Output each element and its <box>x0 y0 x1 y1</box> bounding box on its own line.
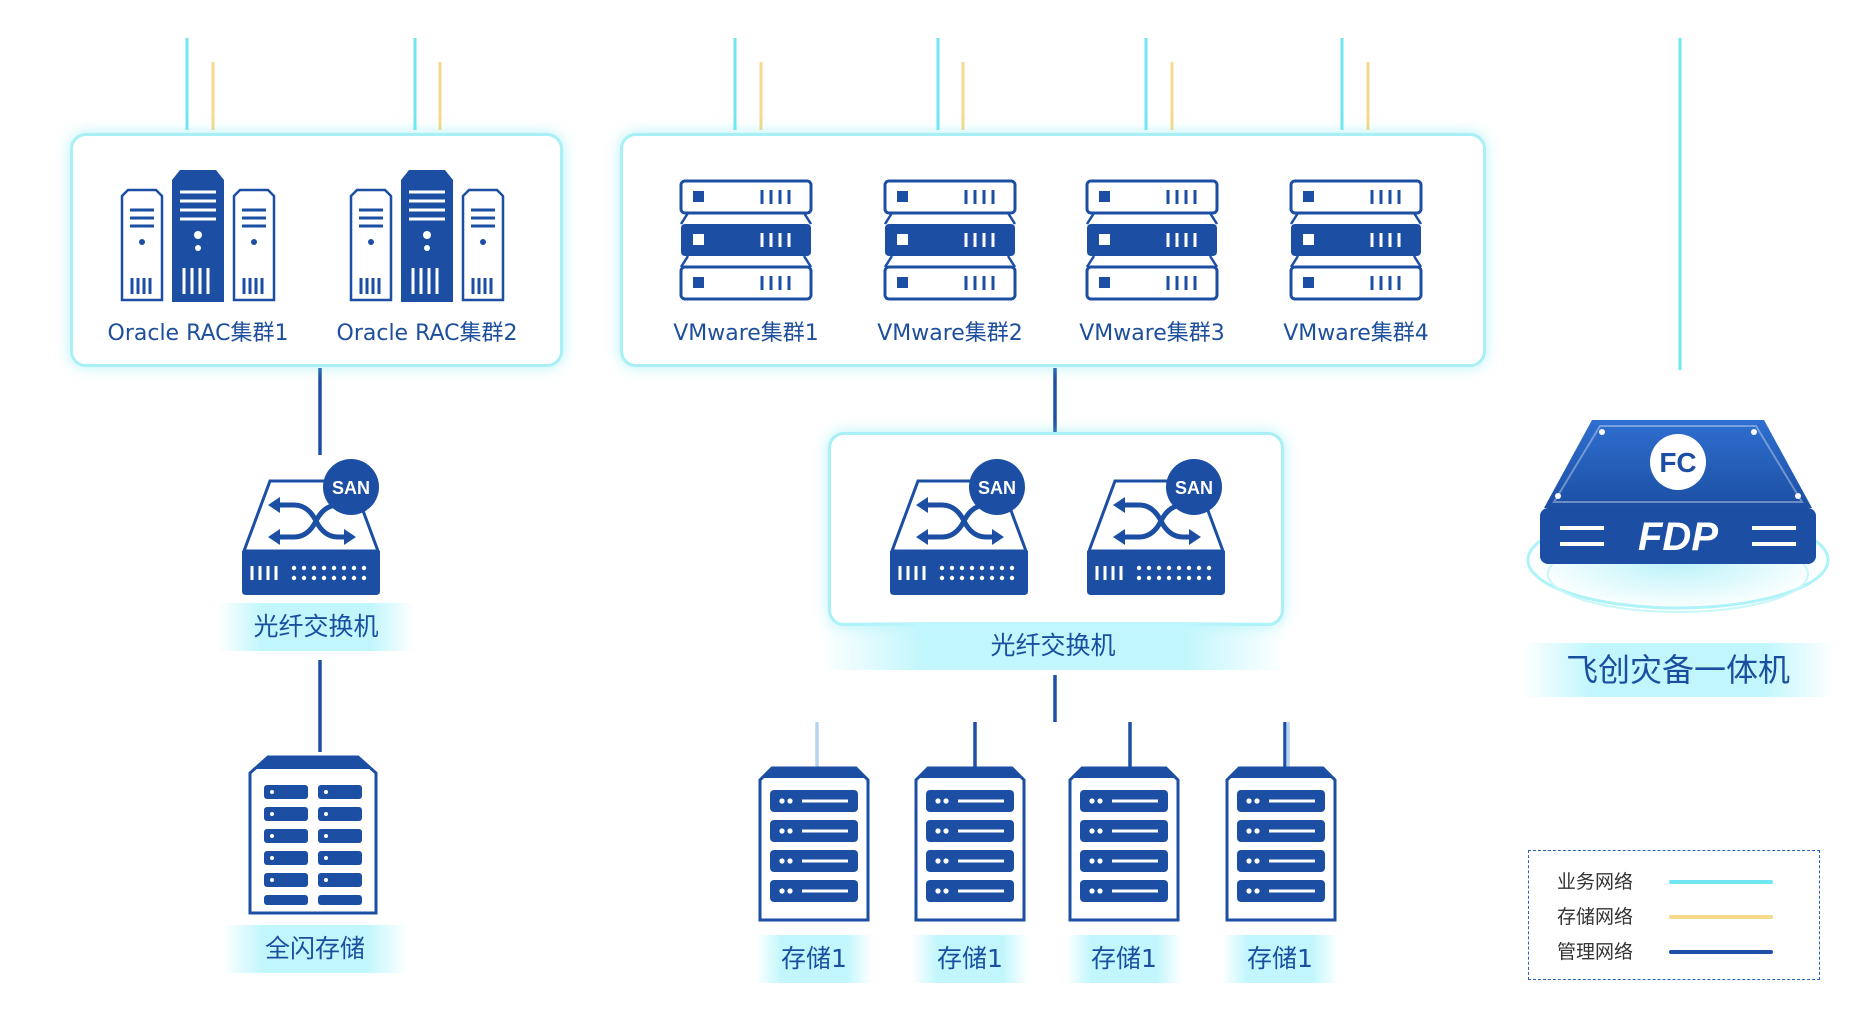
san-badge-text: SAN <box>1175 478 1213 498</box>
fdp-label: 飞创灾备一体机 <box>1522 643 1834 697</box>
storage-unit-icon <box>1068 766 1180 922</box>
legend-line-management <box>1669 950 1773 954</box>
oracle-cluster-label: Oracle RAC集群1 <box>107 321 289 346</box>
storage-unit-icon <box>1225 766 1337 922</box>
vmware-server-icon <box>883 179 1017 301</box>
legend: 业务网络 存储网络 管理网络 <box>1528 850 1820 980</box>
storage-unit-label: 存储1 <box>1066 935 1182 983</box>
san-switch-icon <box>1086 479 1226 595</box>
storage-unit-icon <box>914 766 1026 922</box>
fdp-emblem-text: FC <box>1659 447 1696 478</box>
san-badge-icon: SAN <box>323 459 379 515</box>
flash-storage-icon <box>248 755 378 915</box>
vmware-cluster-label: VMware集群3 <box>1079 321 1225 346</box>
storage-unit-label: 存储1 <box>756 935 872 983</box>
legend-label-management: 管理网络 <box>1557 941 1634 963</box>
oracle-server-icon <box>120 170 276 302</box>
vmware-server-icon <box>1085 179 1219 301</box>
vmware-server-icon <box>1289 179 1423 301</box>
legend-label-storage: 存储网络 <box>1557 906 1634 928</box>
vmware-cluster-label: VMware集群1 <box>673 321 819 346</box>
oracle-cluster-label: Oracle RAC集群2 <box>336 321 518 346</box>
switch-left-label: 光纤交换机 <box>218 603 414 651</box>
san-badge-icon: SAN <box>969 459 1025 515</box>
vmware-cluster-label: VMware集群2 <box>877 321 1023 346</box>
vmware-server-icon <box>679 179 813 301</box>
legend-line-storage <box>1669 915 1773 919</box>
storage-unit-label: 存储1 <box>1222 935 1338 983</box>
san-badge-icon: SAN <box>1166 459 1222 515</box>
fdp-appliance-icon: FC FDP <box>1526 420 1830 613</box>
fdp-logo-text: FDP <box>1638 515 1718 559</box>
oracle-server-icon <box>349 170 505 302</box>
san-badge-text: SAN <box>978 478 1016 498</box>
switch-center-label: 光纤交换机 <box>820 622 1286 670</box>
flash-storage-label: 全闪存储 <box>222 925 408 973</box>
san-badge-text: SAN <box>332 478 370 498</box>
legend-label-business: 业务网络 <box>1557 871 1634 893</box>
storage-unit-icon <box>758 766 870 922</box>
storage-unit-label: 存储1 <box>912 935 1028 983</box>
vmware-cluster-label: VMware集群4 <box>1283 321 1429 346</box>
legend-line-business <box>1669 880 1773 884</box>
